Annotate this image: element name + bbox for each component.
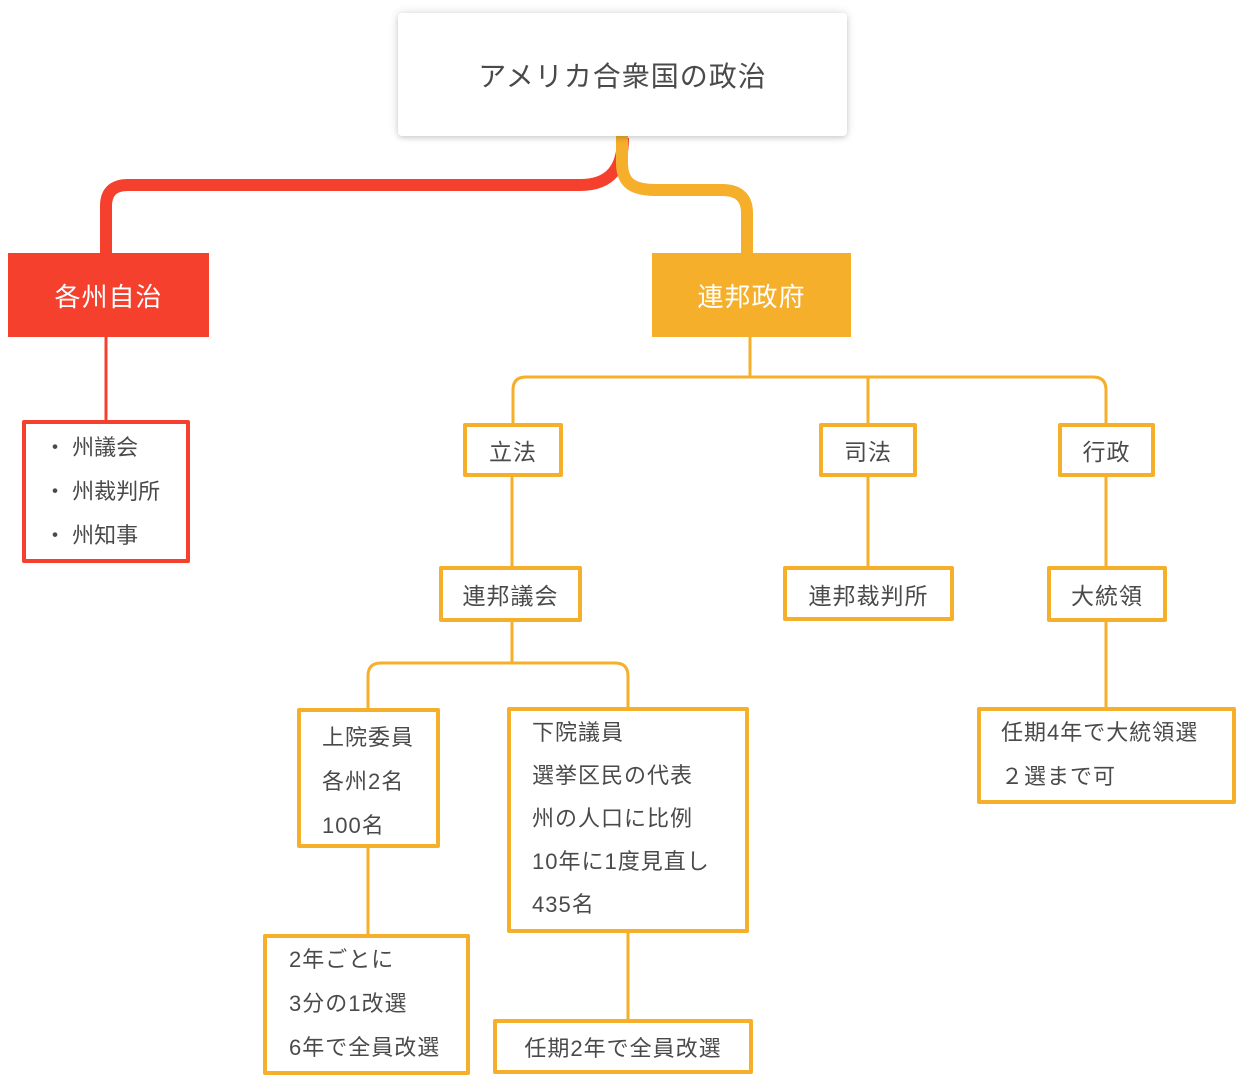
edge-congress-branch-rail: [366, 661, 630, 708]
state-autonomy-label: 各州自治: [54, 281, 163, 312]
house-line: 選挙区民の代表: [532, 763, 694, 788]
house-term-node[interactable]: 任期2年で全員改選: [493, 1019, 753, 1074]
house-line: 10年に1度見直し: [532, 849, 710, 874]
senate-term-node[interactable]: 2年ごとに 3分の1改選 6年で全員改選: [263, 934, 470, 1075]
senate-term-line: 6年で全員改選: [289, 1035, 441, 1060]
root-node[interactable]: アメリカ合衆国の政治: [398, 13, 847, 136]
house-line: 州の人口に比例: [532, 806, 694, 831]
senate-line: 上院委員: [322, 725, 415, 750]
legislative-label: 立法: [489, 439, 537, 465]
president-term-line: 任期4年で大統領選: [1001, 720, 1199, 745]
senate-line: 各州2名: [322, 769, 405, 794]
president-term-line: ２選まで可: [1001, 764, 1117, 789]
edge-root-to-state-autonomy: [100, 137, 629, 255]
president-label: 大統領: [1071, 583, 1143, 609]
house-line: 435名: [532, 892, 595, 917]
executive-node[interactable]: 行政: [1058, 423, 1155, 477]
state-detail-item: ・ 州知事: [44, 523, 139, 548]
state-detail-item: ・ 州議会: [44, 435, 139, 460]
president-term-node[interactable]: 任期4年で大統領選 ２選まで可: [977, 707, 1236, 804]
state-detail-item: ・ 州裁判所: [44, 479, 161, 504]
executive-label: 行政: [1082, 439, 1131, 465]
legislative-node[interactable]: 立法: [463, 423, 563, 477]
federal-court-label: 連邦裁判所: [808, 582, 929, 609]
house-line: 下院議員: [532, 720, 625, 745]
house-term-label: 任期2年で全員改選: [524, 1035, 722, 1061]
root-label: アメリカ合衆国の政治: [478, 60, 767, 92]
congress-node[interactable]: 連邦議会: [439, 566, 582, 622]
federal-court-node[interactable]: 連邦裁判所: [783, 566, 954, 621]
house-node[interactable]: 下院議員 選挙区民の代表 州の人口に比例 10年に1度見直し 435名: [507, 707, 749, 933]
judicial-label: 司法: [844, 439, 892, 465]
state-autonomy-node[interactable]: 各州自治: [8, 253, 209, 337]
federal-government-node[interactable]: 連邦政府: [652, 253, 851, 337]
senate-term-line: 2年ごとに: [289, 947, 395, 972]
senate-node[interactable]: 上院委員 各州2名 100名: [297, 708, 440, 848]
edge-root-to-federal: [616, 131, 753, 255]
judicial-node[interactable]: 司法: [819, 423, 917, 477]
senate-term-line: 3分の1改選: [289, 991, 408, 1016]
edge-federal-branch-rail: [511, 375, 1108, 423]
congress-label: 連邦議会: [462, 583, 559, 609]
president-node[interactable]: 大統領: [1047, 566, 1167, 622]
state-detail-node[interactable]: ・ 州議会 ・ 州裁判所 ・ 州知事: [22, 420, 190, 563]
federal-government-label: 連邦政府: [697, 281, 806, 312]
senate-line: 100名: [322, 813, 385, 838]
